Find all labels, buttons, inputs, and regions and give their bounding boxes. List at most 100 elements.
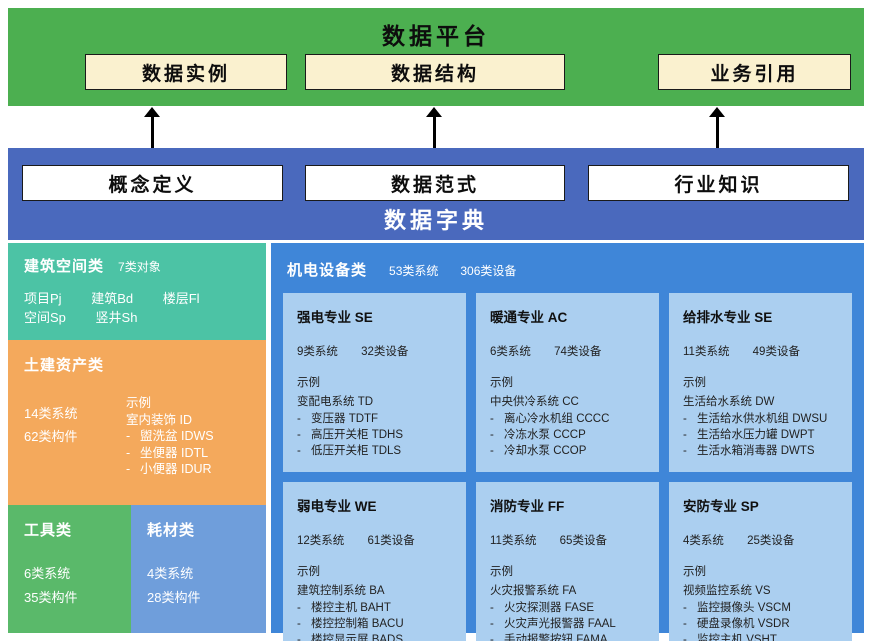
equipment-item: 低压开关柜 TDLS	[297, 443, 452, 459]
arrow-up-icon	[426, 107, 442, 148]
building-space-title: 建筑空间类	[24, 258, 105, 275]
civil-asset-title: 土建资产类	[24, 357, 105, 374]
discipline-card-security: 安防专业 SP 4类系统 25类设备 示例 视频监控系统 VS 监控摄像头 VS…	[669, 482, 852, 641]
tools-title: 工具类	[24, 522, 73, 539]
arrow-up-icon	[709, 107, 725, 148]
space-row: 项目Pj 建筑Bd 楼层Fl	[24, 289, 250, 308]
space-item: 建筑Bd	[91, 291, 134, 306]
business-reference-box: 业务引用	[658, 54, 851, 90]
arrow-line	[432, 117, 436, 148]
equipment-item: 楼控控制箱 BACU	[297, 616, 452, 632]
discipline-title: 暖通专业 AC	[490, 310, 568, 325]
equipment-item: 硬盘录像机 VSDR	[683, 616, 838, 632]
civil-asset-stats: 14类系统 62类构件	[24, 402, 77, 448]
devices-count: 32类设备	[361, 346, 409, 358]
system-name: 变配电系统 TD	[297, 396, 374, 408]
component-item: 小便器 IDUR	[126, 461, 214, 478]
arrow-line	[715, 117, 719, 148]
system-name: 视频监控系统 VS	[683, 585, 771, 597]
example-label: 示例	[297, 377, 320, 389]
discipline-card-weak-electric: 弱电专业 WE 12类系统 61类设备 示例 建筑控制系统 BA 楼控主机 BA…	[283, 482, 466, 641]
discipline-title: 给排水专业 SE	[683, 310, 773, 325]
data-instance-box: 数据实例	[85, 54, 287, 90]
equipment-items: 火灾探测器 FASE 火灾声光报警器 FAAL 手动报警按钮 FAMA	[490, 600, 645, 641]
mep-title: 机电设备类	[287, 262, 368, 279]
arrow-head	[144, 107, 160, 117]
equipment-item: 变压器 TDTF	[297, 411, 452, 427]
discipline-card-strong-electric: 强电专业 SE 9类系统 32类设备 示例 变配电系统 TD 变压器 TDTF …	[283, 293, 466, 472]
equipment-items: 变压器 TDTF 高压开关柜 TDHS 低压开关柜 TDLS	[297, 411, 452, 459]
system-name: 生活给水系统 DW	[683, 396, 775, 408]
discipline-cards: 强电专业 SE 9类系统 32类设备 示例 变配电系统 TD 变压器 TDTF …	[283, 293, 852, 641]
tools-stats: 6类系统 35类构件	[24, 562, 115, 610]
mep-equipment-block: 机电设备类 53类系统 306类设备 强电专业 SE 9类系统 32类设备 示例…	[271, 243, 864, 641]
tools-systems-count: 6类系统	[24, 566, 71, 581]
equipment-item: 火灾探测器 FASE	[490, 600, 645, 616]
equipment-item: 冷却水泵 CCOP	[490, 443, 645, 459]
tools-components-count: 35类构件	[24, 590, 78, 605]
arrow-head	[709, 107, 725, 117]
devices-count: 65类设备	[559, 535, 607, 547]
mep-systems-count: 53类系统	[389, 264, 439, 278]
discipline-stats: 6类系统 74类设备	[490, 343, 645, 359]
data-platform-section: 数据平台 数据实例 数据结构 业务引用	[8, 8, 864, 106]
equipment-item: 监控主机 VSHT	[683, 632, 838, 641]
civil-asset-block: 土建资产类 14类系统 62类构件 示例 室内装饰 ID 盥洗盆 IDWS 坐便…	[8, 340, 266, 505]
mep-header: 机电设备类 53类系统 306类设备	[287, 259, 516, 280]
equipment-item: 楼控显示屏 BADS	[297, 632, 452, 641]
consumables-block: 耗材类 4类系统 28类构件	[131, 505, 266, 633]
systems-count: 9类系统	[297, 346, 338, 358]
system-name: 火灾报警系统 FA	[490, 585, 577, 597]
data-paradigm-box: 数据范式	[305, 165, 565, 201]
component-item: 坐便器 IDTL	[126, 445, 214, 462]
discipline-card-fire-protection: 消防专业 FF 11类系统 65类设备 示例 火灾报警系统 FA 火灾探测器 F…	[476, 482, 659, 641]
equipment-item: 火灾声光报警器 FAAL	[490, 616, 645, 632]
system-name: 室内装饰 ID	[126, 412, 192, 427]
space-item: 空间Sp	[24, 310, 66, 325]
systems-count: 12类系统	[297, 535, 345, 547]
civil-asset-example: 示例 室内装饰 ID 盥洗盆 IDWS 坐便器 IDTL 小便器 IDUR	[126, 395, 214, 478]
example-label: 示例	[490, 377, 513, 389]
civil-components-count: 62类构件	[24, 429, 78, 444]
systems-count: 11类系统	[490, 535, 537, 547]
devices-count: 61类设备	[367, 535, 415, 547]
discipline-card-hvac: 暖通专业 AC 6类系统 74类设备 示例 中央供冷系统 CC 离心冷水机组 C…	[476, 293, 659, 472]
consumables-systems-count: 4类系统	[147, 566, 194, 581]
space-item: 楼层Fl	[162, 291, 200, 306]
component-item: 盥洗盆 IDWS	[126, 428, 214, 445]
example-label: 示例	[126, 396, 152, 410]
discipline-stats: 9类系统 32类设备	[297, 343, 452, 359]
devices-count: 74类设备	[554, 346, 602, 358]
equipment-items: 离心冷水机组 CCCC 冷冻水泵 CCCP 冷却水泵 CCOP	[490, 411, 645, 459]
tools-block: 工具类 6类系统 35类构件	[8, 505, 131, 633]
discipline-title: 强电专业 SE	[297, 310, 373, 325]
building-space-header: 建筑空间类 7类对象	[24, 255, 250, 276]
equipment-item: 手动报警按钮 FAMA	[490, 632, 645, 641]
discipline-stats: 4类系统 25类设备	[683, 532, 838, 548]
equipment-item: 高压开关柜 TDHS	[297, 427, 452, 443]
equipment-item: 楼控主机 BAHT	[297, 600, 452, 616]
arrow-head	[426, 107, 442, 117]
equipment-item: 冷冻水泵 CCCP	[490, 427, 645, 443]
consumables-components-count: 28类构件	[147, 590, 201, 605]
example-label: 示例	[683, 566, 706, 578]
space-row: 空间Sp 竖井Sh	[24, 308, 250, 327]
discipline-title: 消防专业 FF	[490, 499, 565, 514]
equipment-item: 生活水箱消毒器 DWTS	[683, 443, 838, 459]
equipment-item: 离心冷水机组 CCCC	[490, 411, 645, 427]
industry-knowledge-box: 行业知识	[588, 165, 849, 201]
building-space-block: 建筑空间类 7类对象 项目Pj 建筑Bd 楼层Fl 空间Sp 竖井Sh	[8, 243, 266, 340]
consumables-title: 耗材类	[147, 522, 196, 539]
devices-count: 25类设备	[747, 535, 795, 547]
equipment-item: 生活给水压力罐 DWPT	[683, 427, 838, 443]
building-space-items: 项目Pj 建筑Bd 楼层Fl 空间Sp 竖井Sh	[24, 289, 250, 327]
example-label: 示例	[490, 566, 513, 578]
systems-count: 11类系统	[683, 346, 730, 358]
mep-devices-count: 306类设备	[460, 264, 517, 278]
data-dictionary-title: 数据字典	[383, 208, 488, 233]
discipline-stats: 11类系统 49类设备	[683, 343, 838, 359]
arrow-up-icon	[144, 107, 160, 148]
data-platform-title: 数据平台	[382, 23, 490, 49]
building-space-count: 7类对象	[118, 260, 161, 274]
